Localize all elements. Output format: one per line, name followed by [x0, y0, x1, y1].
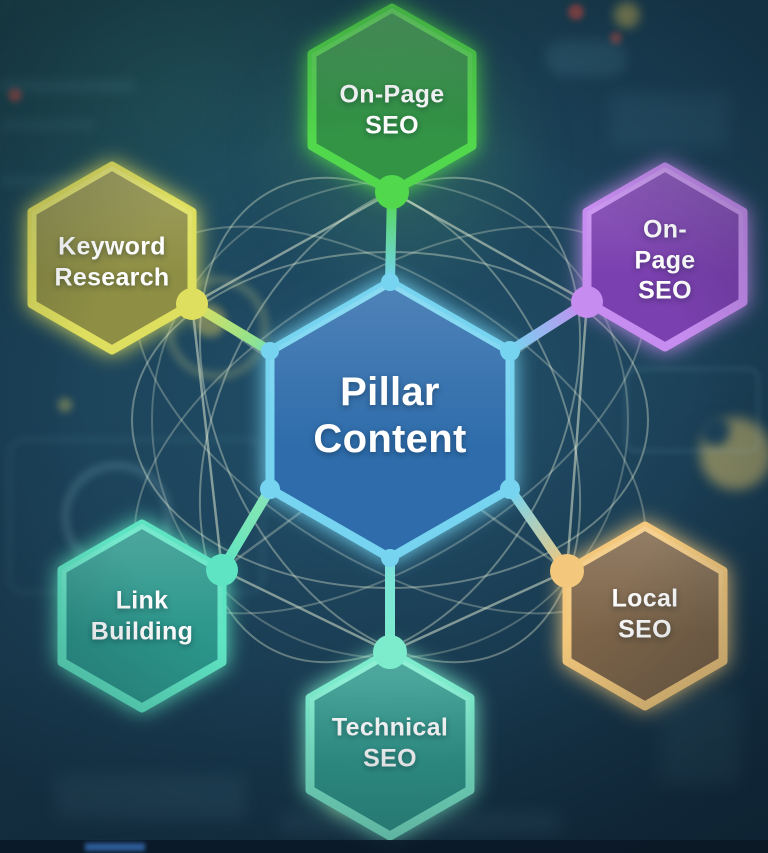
- hexagon-sheen: [62, 524, 222, 708]
- hub-dot: [381, 273, 399, 291]
- node-dot-technical-seo: [373, 635, 407, 669]
- hexagon-on-page-seo-right: [582, 162, 748, 352]
- hexagon-local-seo: [562, 521, 728, 711]
- hexagon-pillar-content: [265, 277, 515, 563]
- connector-dots: [176, 175, 603, 669]
- hub-dot: [381, 549, 399, 567]
- hexagon-sheen: [32, 166, 192, 350]
- hexagon-link-building: [57, 519, 227, 713]
- web-line: [221, 568, 391, 654]
- bottom-strip: [0, 840, 768, 853]
- web-line: [565, 301, 589, 572]
- node-dot-keyword-research: [176, 288, 208, 320]
- node-dot-on-page-seo-right: [571, 286, 603, 318]
- hexagon-technical-seo: [305, 647, 475, 841]
- hexagon-on-page-seo-top: [307, 3, 477, 197]
- node-dot-local-seo: [550, 554, 584, 588]
- orbit-ellipse: [198, 176, 582, 664]
- hexagon-sheen: [312, 8, 472, 192]
- web-line: [389, 569, 568, 654]
- hub-dot: [260, 479, 280, 499]
- hexagon-sheen: [587, 167, 743, 347]
- hub-dot: [500, 341, 520, 361]
- web-line: [391, 190, 588, 304]
- hub-dot: [261, 342, 279, 360]
- hub-dot: [500, 479, 520, 499]
- node-dot-on-page-seo-top: [375, 175, 409, 209]
- web-line: [190, 303, 224, 571]
- hexagon-sheen: [310, 652, 470, 836]
- hexagon-keyword-research: [27, 161, 197, 355]
- hexagon-sheen: [567, 526, 723, 706]
- web-line: [191, 190, 393, 306]
- hexagon-sheen: [270, 282, 510, 558]
- orbit-ellipse: [198, 176, 582, 664]
- node-dot-link-building: [206, 554, 238, 586]
